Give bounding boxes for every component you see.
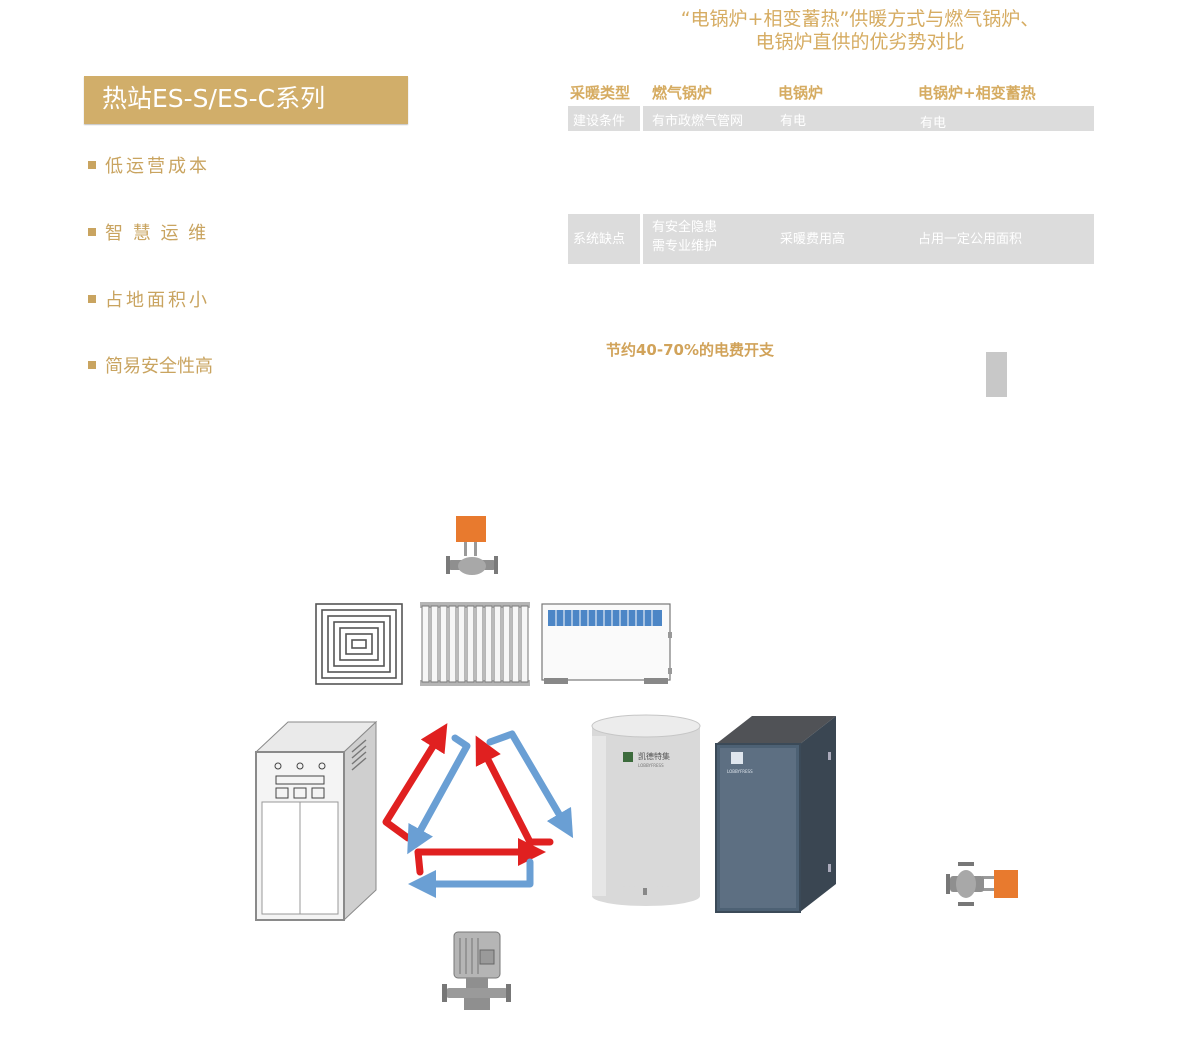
heat-station-unit-icon: LOBBYFRESS	[715, 716, 836, 913]
circulation-arrows	[382, 723, 574, 898]
comparison-title-line1: “电锅炉+相变蓄热”供暖方式与燃气锅炉、	[680, 8, 1040, 30]
bullet-square-icon	[88, 161, 96, 169]
feature-label: 智 慧 运 维	[105, 223, 209, 244]
tank-brand-text: 凯德特集	[638, 751, 670, 761]
table-header: 电锅炉	[778, 84, 824, 102]
table-row: 系统缺点 有安全隐患 需专业维护 采暖费用高 占用一定公用面积	[568, 214, 1094, 264]
table-cell: 占用一定公用面积	[918, 232, 1023, 247]
table-cell: 有安全隐患 需专业维护	[652, 220, 718, 254]
feature-item: 简易安全性高	[88, 352, 213, 378]
series-banner-label: 热站ES-S/ES-C系列	[102, 84, 326, 113]
feature-item: 占地面积小	[88, 286, 210, 312]
three-way-valve-icon	[946, 862, 1018, 906]
table-cell: 有市政燃气管网	[652, 114, 744, 129]
table-row-label: 系统缺点	[573, 232, 626, 247]
feature-label: 低运营成本	[105, 156, 210, 177]
series-banner: 热站ES-S/ES-C系列	[84, 76, 408, 124]
table-row-label: 建设条件	[573, 114, 626, 129]
table-cell: 有电	[920, 116, 947, 131]
gray-marker	[986, 352, 1007, 397]
feature-item: 低运营成本	[88, 152, 210, 178]
savings-text: 节约40-70%的电费开支	[606, 341, 775, 359]
table-cell: 采暖费用高	[780, 232, 846, 247]
table-row: 建设条件 有市政燃气管网 有电 有电	[568, 106, 1094, 131]
floor-heating-coil-icon	[315, 603, 403, 685]
electric-boiler-icon	[254, 720, 378, 922]
table-header: 采暖类型	[570, 84, 631, 102]
table-cell: 有电	[780, 114, 807, 129]
table-header: 燃气锅炉	[652, 84, 713, 102]
circulation-pump-icon	[442, 931, 511, 1010]
heat-unit-brand-text: LOBBYFRESS	[727, 769, 753, 774]
table-header: 电锅炉+相变蓄热	[918, 84, 1036, 102]
feature-label: 占地面积小	[105, 290, 210, 311]
bullet-square-icon	[88, 295, 96, 303]
bullet-square-icon	[88, 361, 96, 369]
radiator-icon	[420, 602, 530, 686]
feature-item: 智 慧 运 维	[88, 219, 208, 245]
comparison-title-line2: 电锅炉直供的优劣势对比	[755, 31, 965, 53]
phase-change-storage-tank-icon: 凯德特集 LOBBYFRESS	[591, 714, 701, 906]
fan-coil-unit-icon	[541, 603, 672, 684]
tank-brand-subtext: LOBBYFRESS	[638, 763, 664, 768]
bullet-square-icon	[88, 228, 96, 236]
motorized-valve-icon	[446, 516, 498, 575]
feature-label: 简易安全性高	[105, 356, 213, 377]
